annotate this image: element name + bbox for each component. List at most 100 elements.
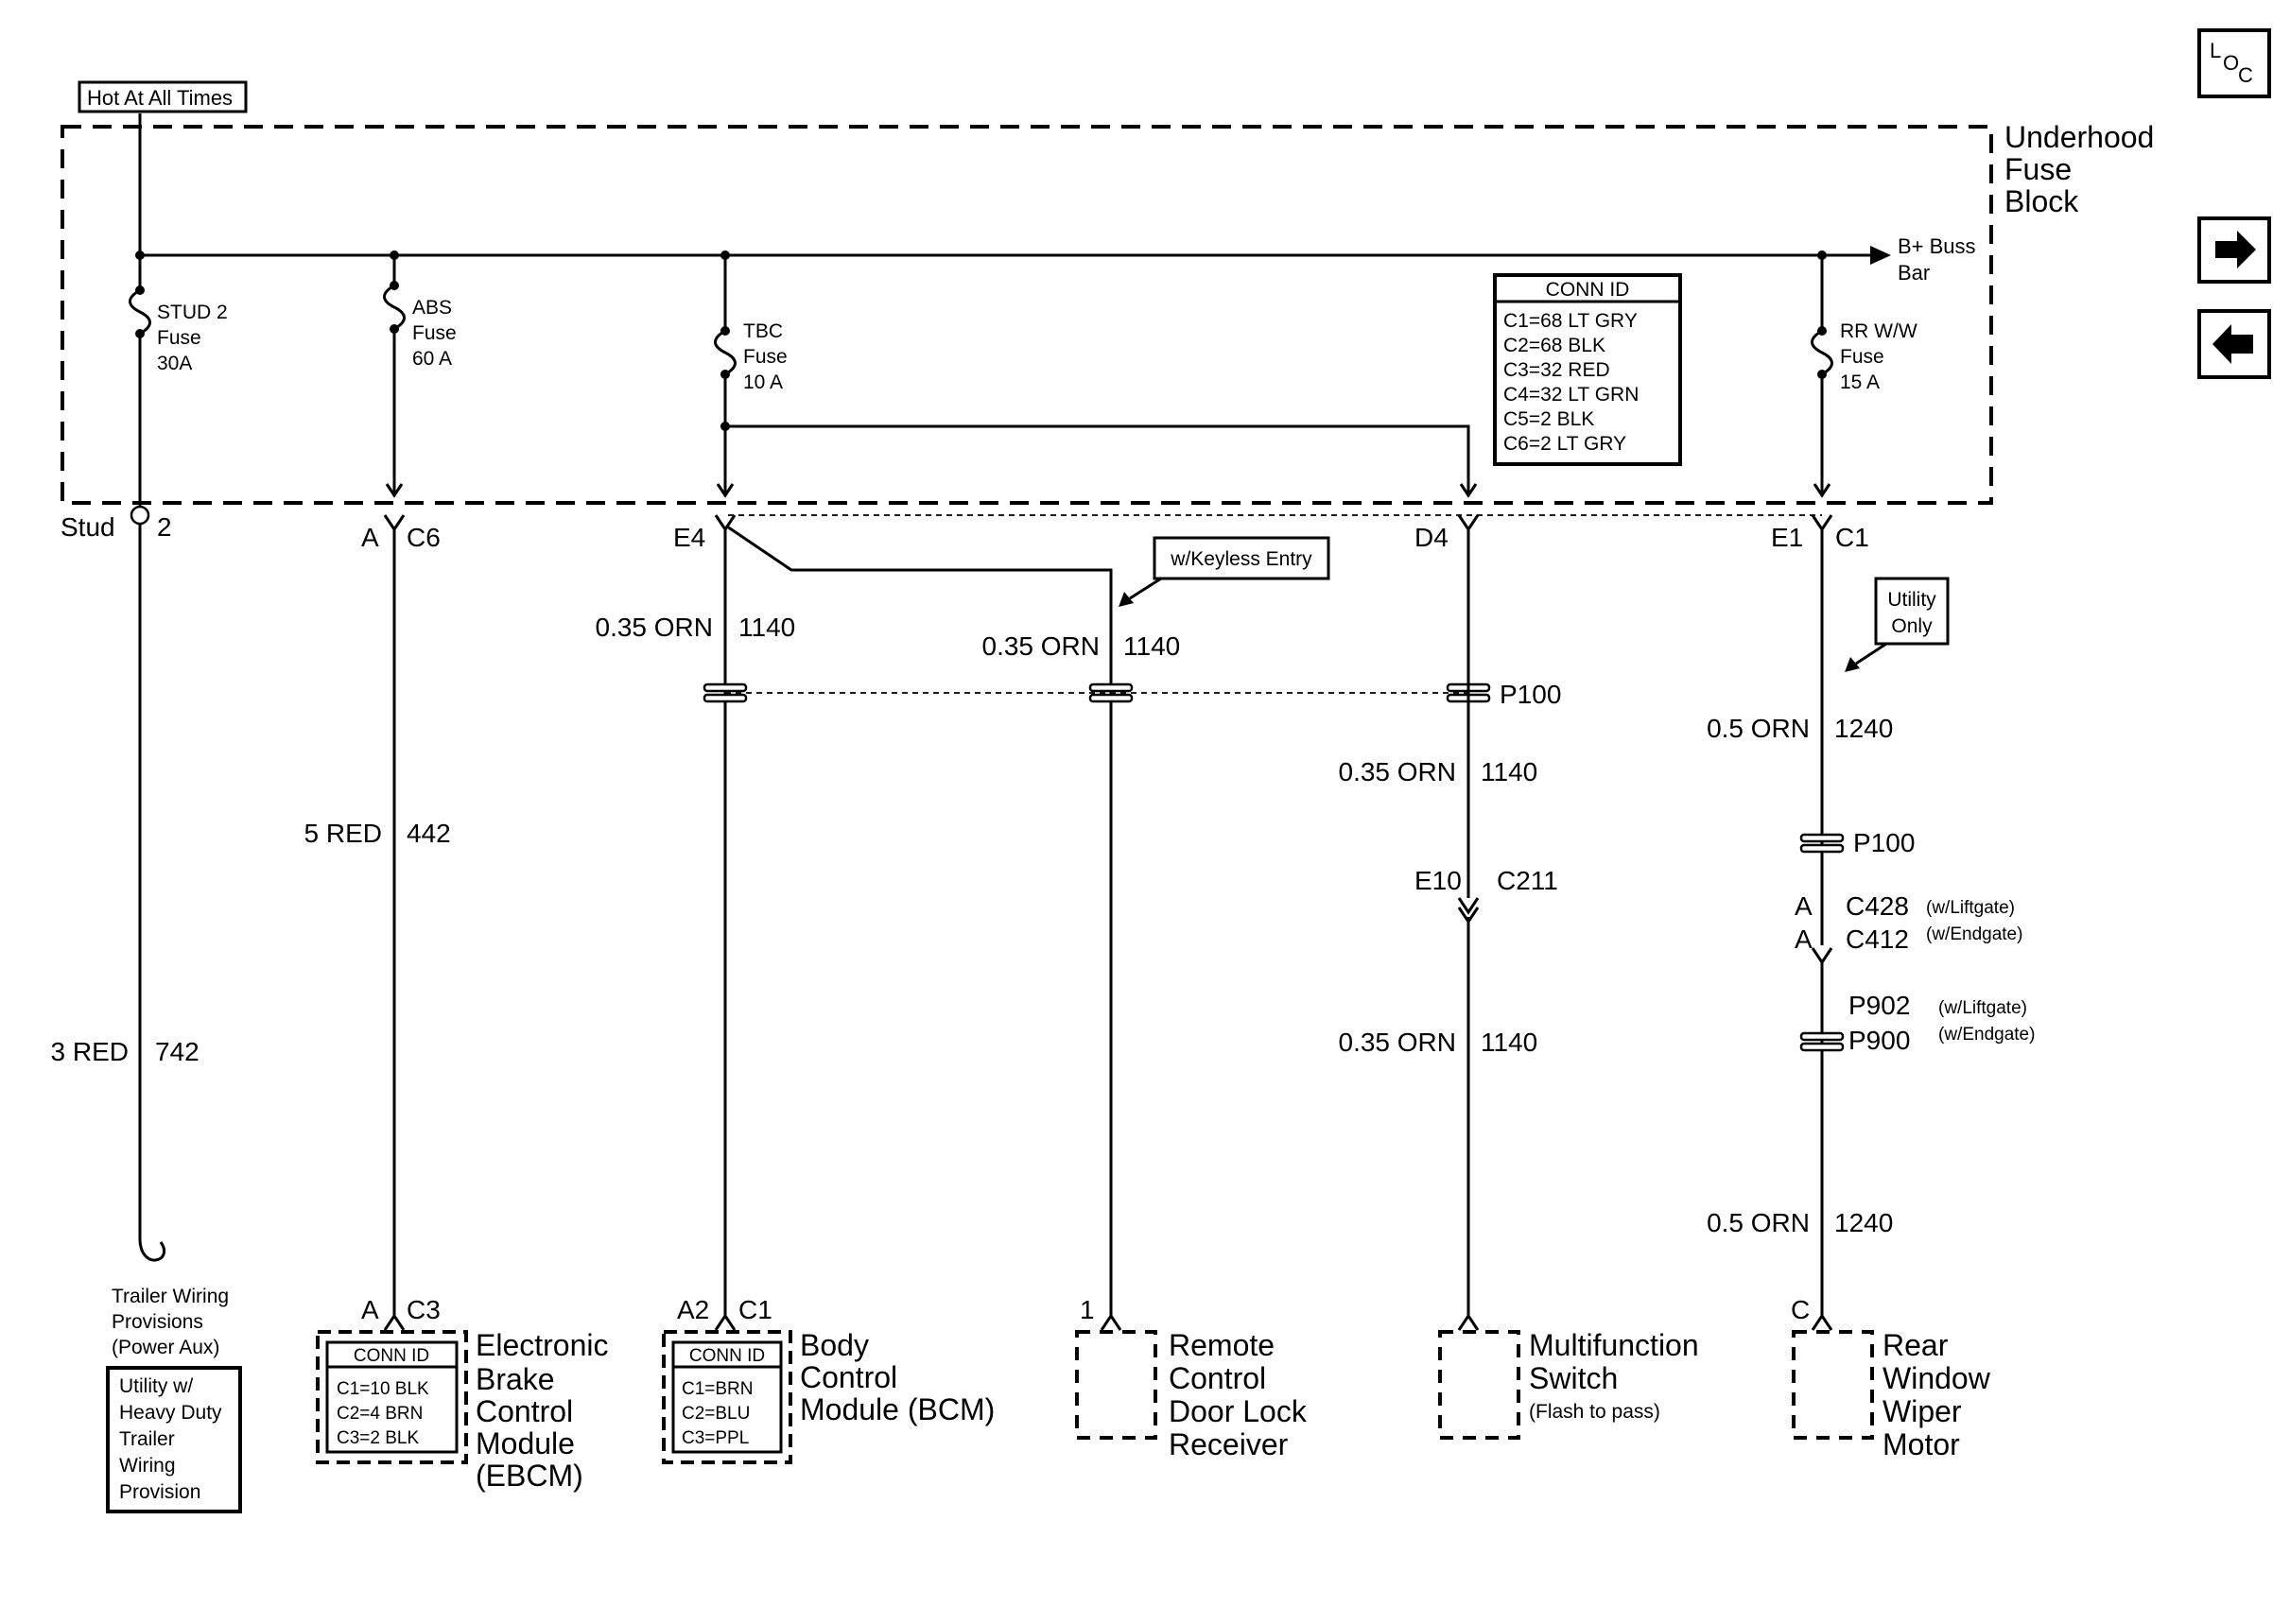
svg-text:E1: E1 bbox=[1771, 523, 1803, 552]
svg-text:C1=10 BLK: C1=10 BLK bbox=[337, 1379, 429, 1399]
svg-text:L: L bbox=[2210, 39, 2221, 62]
connector-c428-c412: A C428 (w/Liftgate) A C412 (w/Endgate) bbox=[1795, 891, 2022, 954]
fuse-tbc: TBC Fuse 10 A bbox=[714, 251, 788, 498]
loc-icon[interactable]: L O C bbox=[2197, 28, 2271, 98]
svg-text:RR W/W: RR W/W bbox=[1840, 320, 1917, 342]
svg-text:1240: 1240 bbox=[1834, 1208, 1893, 1237]
svg-text:Module (BCM): Module (BCM) bbox=[800, 1392, 995, 1426]
svg-text:5 RED: 5 RED bbox=[304, 819, 382, 848]
bus-bar-arrow-icon bbox=[1870, 246, 1891, 265]
svg-text:Multifunction: Multifunction bbox=[1529, 1328, 1699, 1362]
svg-text:0.5 ORN: 0.5 ORN bbox=[1707, 1208, 1810, 1237]
svg-text:Body: Body bbox=[800, 1328, 869, 1362]
svg-text:Fuse: Fuse bbox=[2004, 152, 2072, 186]
mfs-circuit: 0.35 ORN 1140 E10 C211 0.35 ORN 1140 bbox=[1339, 529, 1558, 1331]
splice-bcm bbox=[703, 682, 748, 703]
splice-p902-p900: P902 (w/Liftgate) P900 (w/Endgate) bbox=[1799, 991, 2035, 1055]
svg-text:0.5 ORN: 0.5 ORN bbox=[1707, 714, 1810, 743]
svg-text:Window: Window bbox=[1883, 1361, 1991, 1395]
keyless-pointer-arrow-icon bbox=[1119, 592, 1134, 607]
svg-text:Block: Block bbox=[2004, 184, 2079, 218]
svg-text:A: A bbox=[361, 523, 379, 552]
svg-text:Electronic: Electronic bbox=[476, 1328, 609, 1362]
svg-text:B+ Buss: B+ Buss bbox=[1898, 234, 1976, 258]
svg-text:Fuse: Fuse bbox=[157, 327, 201, 349]
svg-text:C1=68 LT GRY: C1=68 LT GRY bbox=[1503, 310, 1638, 332]
svg-text:P900: P900 bbox=[1848, 1026, 1910, 1055]
splice-p100-wiper: P100 bbox=[1799, 828, 1915, 857]
svg-text:0.35 ORN: 0.35 ORN bbox=[596, 613, 714, 642]
svg-text:P100: P100 bbox=[1500, 680, 1561, 709]
svg-text:0.35 ORN: 0.35 ORN bbox=[1339, 1028, 1457, 1057]
svg-text:(EBCM): (EBCM) bbox=[476, 1459, 583, 1493]
terminal-a-c6: A C6 bbox=[361, 514, 441, 552]
svg-text:Fuse: Fuse bbox=[412, 322, 457, 344]
previous-page-button[interactable] bbox=[2197, 309, 2271, 379]
svg-text:C1: C1 bbox=[1835, 523, 1869, 552]
svg-text:Fuse: Fuse bbox=[743, 346, 788, 368]
svg-text:60 A: 60 A bbox=[412, 348, 452, 370]
fuse-stud2: STUD 2 Fuse 30A bbox=[129, 251, 228, 503]
svg-text:Fuse: Fuse bbox=[1840, 346, 1884, 368]
svg-text:C428: C428 bbox=[1846, 891, 1909, 921]
svg-text:D4: D4 bbox=[1414, 523, 1449, 552]
svg-text:C: C bbox=[1791, 1295, 1810, 1324]
hot-at-all-times-label: Hot At All Times bbox=[87, 86, 233, 110]
svg-text:CONN ID: CONN ID bbox=[354, 1346, 429, 1366]
svg-text:15 A: 15 A bbox=[1840, 371, 1880, 393]
rear-window-wiper-motor: C Rear Window Wiper Motor bbox=[1791, 1295, 1991, 1461]
svg-text:C1: C1 bbox=[738, 1295, 772, 1324]
svg-text:0.35 ORN: 0.35 ORN bbox=[982, 631, 1101, 661]
svg-text:(Flash to pass): (Flash to pass) bbox=[1529, 1401, 1660, 1423]
splice-keyless bbox=[1088, 682, 1134, 703]
terminal-e4: E4 bbox=[673, 514, 737, 552]
svg-text:ABS: ABS bbox=[412, 297, 452, 319]
wiper-circuit: 0.5 ORN 1240 0.5 ORN 1240 bbox=[1707, 529, 1893, 1331]
keyless-entry-note: w/Keyless Entry bbox=[1119, 536, 1330, 607]
svg-text:2: 2 bbox=[157, 512, 172, 542]
svg-text:O: O bbox=[2223, 51, 2239, 75]
svg-text:C3=2 BLK: C3=2 BLK bbox=[337, 1428, 419, 1448]
svg-text:Control: Control bbox=[800, 1360, 897, 1394]
svg-text:P902: P902 bbox=[1848, 991, 1910, 1020]
bcm-module: CONN ID C1=BRN C2=BLU C3=PPL Body Contro… bbox=[662, 1328, 995, 1464]
svg-text:Door Lock: Door Lock bbox=[1169, 1394, 1308, 1428]
svg-text:C3=PPL: C3=PPL bbox=[682, 1428, 749, 1448]
svg-text:Trailer Wiring: Trailer Wiring bbox=[112, 1286, 229, 1307]
svg-text:1140: 1140 bbox=[738, 613, 795, 642]
svg-text:TBC: TBC bbox=[743, 320, 783, 342]
svg-text:1140: 1140 bbox=[1123, 631, 1180, 661]
svg-text:E4: E4 bbox=[673, 523, 705, 552]
svg-text:STUD 2: STUD 2 bbox=[157, 302, 228, 323]
svg-text:Receiver: Receiver bbox=[1169, 1427, 1289, 1461]
next-page-button[interactable] bbox=[2197, 216, 2271, 284]
svg-text:Bar: Bar bbox=[1898, 261, 1930, 285]
svg-text:C6: C6 bbox=[407, 523, 441, 552]
svg-text:Wiper: Wiper bbox=[1883, 1394, 1962, 1428]
svg-text:A: A bbox=[1795, 924, 1813, 954]
svg-text:A: A bbox=[361, 1295, 379, 1324]
arrow-right-icon bbox=[2215, 231, 2256, 268]
svg-text:Control: Control bbox=[1169, 1361, 1266, 1395]
svg-text:C5=2 BLK: C5=2 BLK bbox=[1503, 408, 1594, 430]
stud-terminal: Stud 2 bbox=[61, 503, 172, 542]
svg-text:(w/Endgate): (w/Endgate) bbox=[1938, 1025, 2035, 1045]
svg-text:w/Keyless Entry: w/Keyless Entry bbox=[1170, 548, 1312, 570]
terminal-e1-c1: E1 C1 bbox=[1771, 514, 1869, 552]
svg-text:C6=2 LT GRY: C6=2 LT GRY bbox=[1503, 433, 1626, 455]
svg-text:(w/Liftgate): (w/Liftgate) bbox=[1938, 998, 2027, 1018]
svg-text:1140: 1140 bbox=[1481, 757, 1537, 786]
svg-text:Control: Control bbox=[476, 1394, 573, 1428]
stud-circuit: 3 RED 742 bbox=[51, 524, 200, 1262]
svg-text:Switch: Switch bbox=[1529, 1361, 1618, 1395]
svg-text:C3: C3 bbox=[407, 1295, 441, 1324]
svg-text:C4=32 LT GRN: C4=32 LT GRN bbox=[1503, 384, 1639, 406]
svg-text:E10: E10 bbox=[1414, 866, 1462, 895]
abs-circuit: 5 RED 442 A C3 bbox=[304, 529, 451, 1331]
svg-text:(w/Liftgate): (w/Liftgate) bbox=[1926, 898, 2015, 918]
svg-text:Wiring: Wiring bbox=[119, 1455, 176, 1477]
utility-pointer-arrow-icon bbox=[1845, 657, 1860, 672]
arrow-left-icon bbox=[2212, 324, 2253, 364]
svg-text:0.35 ORN: 0.35 ORN bbox=[1339, 757, 1457, 786]
